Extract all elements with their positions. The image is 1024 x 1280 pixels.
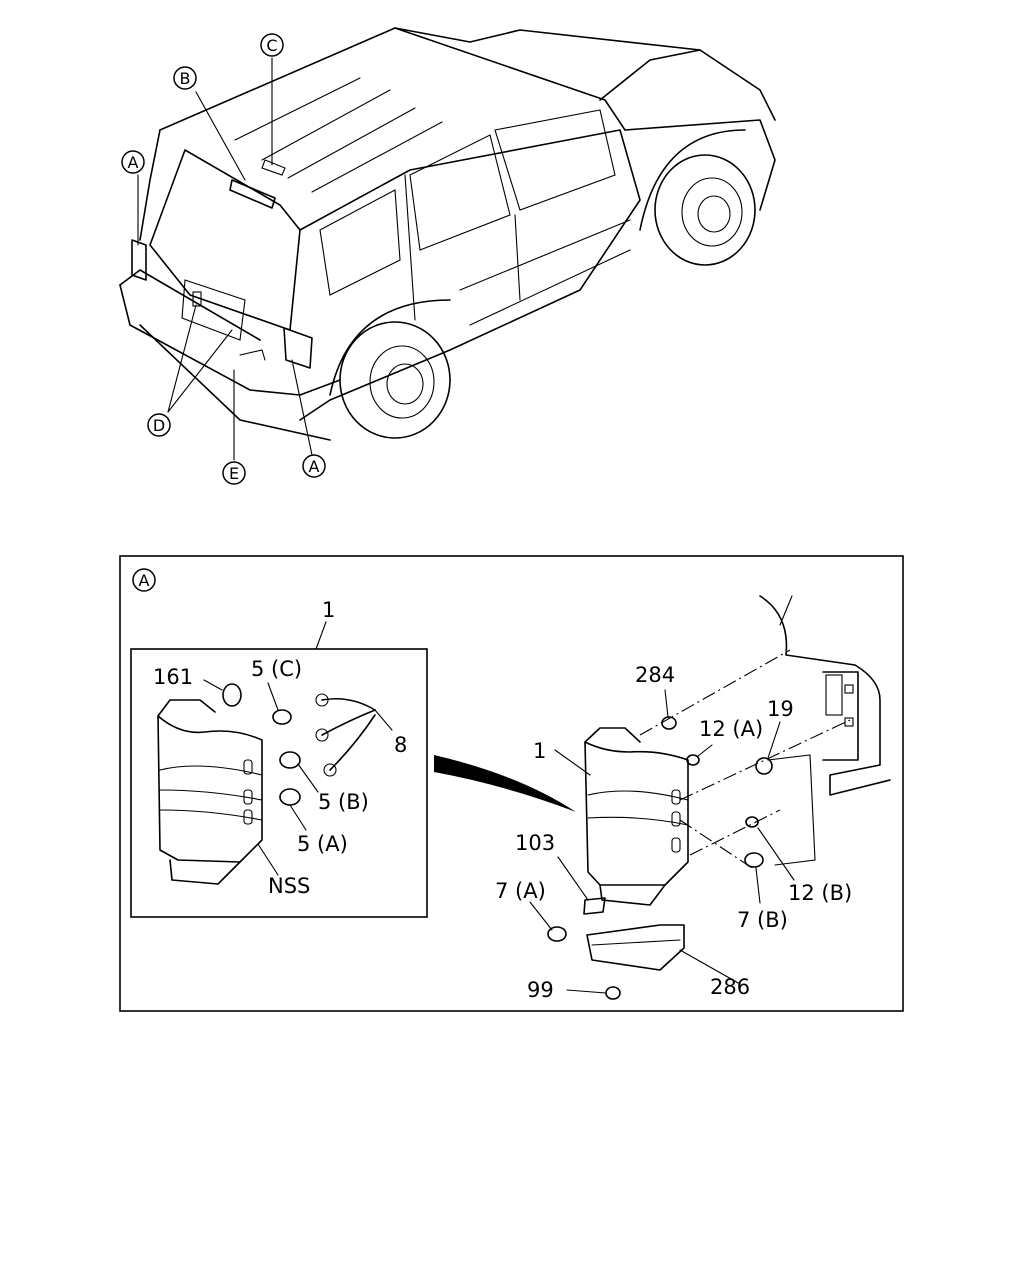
svg-text:A: A <box>139 571 150 590</box>
label-5c: 5 (C) <box>251 657 302 681</box>
wire-harness-8 <box>315 693 393 777</box>
main-lamp-assembly <box>584 727 689 906</box>
svg-text:D: D <box>153 416 165 435</box>
callout-d-bottom: D <box>147 413 171 437</box>
callout-b-top: B <box>173 66 197 90</box>
label-161: 161 <box>153 665 193 689</box>
socket-161 <box>203 679 242 707</box>
inset-lamp-assembly <box>157 699 263 885</box>
label-1: 1 <box>533 739 546 763</box>
bulb-5c <box>267 682 292 725</box>
label-19: 19 <box>767 697 794 721</box>
label-99: 99 <box>527 978 554 1002</box>
clip-19 <box>755 757 773 775</box>
svg-text:A: A <box>128 153 139 172</box>
screw-284 <box>661 716 677 730</box>
callout-a-right: A <box>302 454 326 478</box>
body-panel <box>759 595 891 866</box>
label-nss: NSS <box>268 874 310 898</box>
label-5a: 5 (A) <box>297 832 348 856</box>
bulb-5a <box>279 788 307 831</box>
screw-99 <box>566 986 621 1000</box>
section-letter-badge: A <box>132 568 156 592</box>
label-284: 284 <box>635 663 675 687</box>
detail-section-a: A 1 <box>119 555 904 1012</box>
label-286: 286 <box>710 975 750 999</box>
detail-frame <box>119 555 904 1012</box>
label-5b: 5 (B) <box>318 790 369 814</box>
nut-12b <box>745 816 759 828</box>
bracket-103 <box>583 897 606 915</box>
label-103: 103 <box>515 831 555 855</box>
svg-text:E: E <box>229 464 239 483</box>
inset-part-label: 1 <box>322 598 335 622</box>
callout-e-bottom: E <box>222 461 246 485</box>
inset-frame <box>130 648 428 918</box>
svg-text:A: A <box>309 457 320 476</box>
vehicle-overview: C B A D E A <box>119 27 776 485</box>
label-8: 8 <box>394 733 407 757</box>
svg-text:C: C <box>266 36 277 55</box>
label-7a: 7 (A) <box>495 879 546 903</box>
label-12b: 12 (B) <box>788 881 852 905</box>
lens-286 <box>586 924 685 971</box>
nut-12a <box>686 754 700 766</box>
arrow-to-assembly <box>434 755 576 812</box>
callout-a-left: A <box>121 150 145 174</box>
screw-7a <box>547 926 567 942</box>
callout-c-top: C <box>260 33 284 57</box>
svg-text:B: B <box>180 69 191 88</box>
label-12a: 12 (A) <box>699 717 763 741</box>
label-7b: 7 (B) <box>737 908 788 932</box>
screw-7b <box>744 852 764 868</box>
bulb-5b <box>279 751 319 793</box>
